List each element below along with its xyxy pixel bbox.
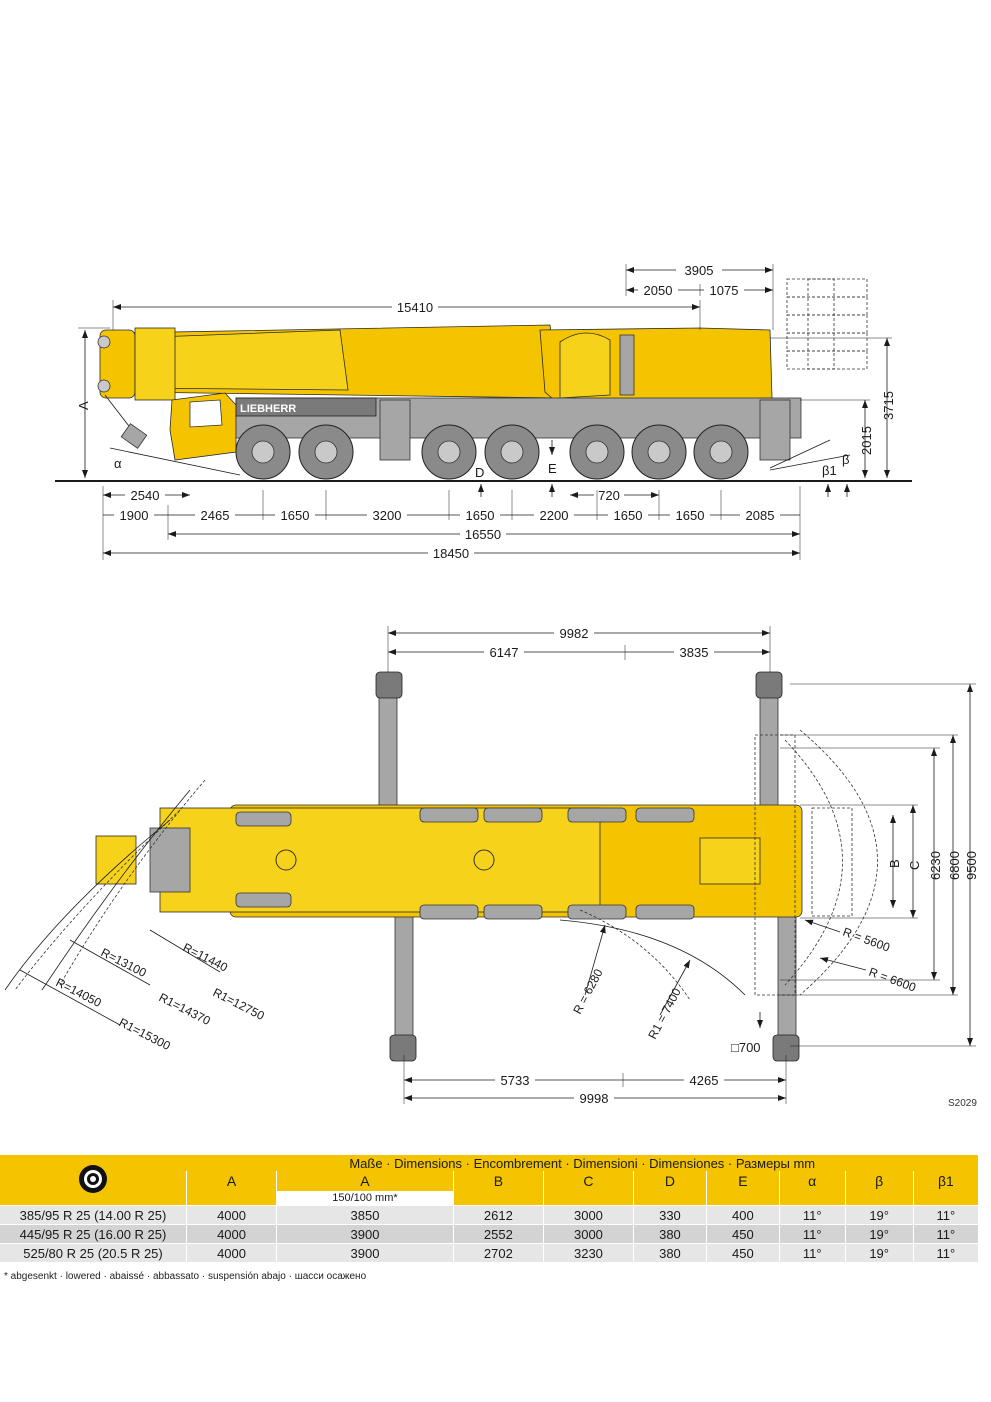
- dimension-table: Maße · Dimensions · Encombrement · Dimen…: [0, 1155, 978, 1262]
- col-alpha: α: [778, 1171, 846, 1191]
- dim-1650-d: 1650: [676, 508, 705, 523]
- dim-9982: 9982: [560, 626, 589, 641]
- outriggers: [375, 671, 800, 1062]
- radius1-15300: R1=15300: [117, 1015, 173, 1053]
- pad-size-label: □700: [731, 1040, 761, 1055]
- label-D: D: [475, 465, 484, 480]
- radius1-12750: R1=12750: [211, 985, 267, 1023]
- dim-16550: 16550: [465, 527, 501, 542]
- dim-2465: 2465: [201, 508, 230, 523]
- dim-1075: 1075: [710, 283, 739, 298]
- label-beta1: β1: [822, 463, 837, 478]
- dim-720: 720: [598, 488, 620, 503]
- brand-logo: LIEBHERR: [240, 403, 296, 415]
- dim-3715: 3715: [881, 391, 896, 420]
- dim-1650-c: 1650: [614, 508, 643, 523]
- dim-6230: 6230: [928, 851, 943, 880]
- table-footnote: * abgesenkt · lowered · abaissé · abbass…: [4, 1271, 367, 1282]
- label-A: A: [76, 401, 91, 410]
- radius-6600: R = 6600: [867, 965, 918, 995]
- axle-spacing-row: 1900 2465 1650 3200 1650 2200 1650 1650 …: [102, 486, 801, 560]
- top-view: 9982 6147 3835 9500 6800 6230 C B R=1144…: [4, 626, 979, 1106]
- dim-2050: 2050: [644, 283, 673, 298]
- counterweight-outline: [786, 278, 868, 370]
- dim-1650-b: 1650: [466, 508, 495, 523]
- technical-drawing: LIEBHERR 3905 2050 1075: [4, 262, 979, 1106]
- tire-icon: [79, 1164, 107, 1193]
- label-beta: β: [842, 452, 849, 467]
- dim-2015: 2015: [859, 426, 874, 455]
- dim-18450: 18450: [433, 546, 469, 561]
- tire-header-cell: [0, 1155, 187, 1206]
- table-row: 385/95 R 25 (14.00 R 25) 4000 3850 2612 …: [0, 1205, 978, 1225]
- dim-1650-a: 1650: [281, 508, 310, 523]
- col-beta: β: [844, 1171, 914, 1191]
- drawing-code: S2029: [948, 1098, 977, 1109]
- dim-9500: 9500: [964, 851, 979, 880]
- dim-2540: 2540: [131, 488, 160, 503]
- dim-2200: 2200: [540, 508, 569, 523]
- table-row: 445/95 R 25 (16.00 R 25) 4000 3900 2552 …: [0, 1224, 978, 1244]
- wheels-top: [235, 807, 695, 920]
- dim-3835: 3835: [680, 645, 709, 660]
- radius1-14370: R1=14370: [157, 990, 213, 1028]
- dim-3905: 3905: [685, 263, 714, 278]
- dim-3200: 3200: [373, 508, 402, 523]
- dim-6147: 6147: [490, 645, 519, 660]
- label-C: C: [907, 861, 922, 870]
- radius-13100: R=13100: [99, 945, 149, 980]
- col-A-lowered: A: [276, 1171, 454, 1191]
- col-A: A: [185, 1171, 277, 1191]
- dim-6800: 6800: [947, 851, 962, 880]
- dim-2085: 2085: [746, 508, 775, 523]
- col-A-subheader: 150/100 mm*: [276, 1191, 454, 1206]
- dim-5733: 5733: [501, 1073, 530, 1088]
- label-alpha: α: [114, 456, 122, 471]
- side-view: LIEBHERR 3905 2050 1075: [55, 262, 912, 561]
- table-row: 525/80 R 25 (20.5 R 25) 4000 3900 2702 3…: [0, 1243, 978, 1262]
- col-E: E: [705, 1171, 780, 1191]
- radius-11440: R=11440: [181, 940, 231, 974]
- table-title: Maße · Dimensions · Encombrement · Dimen…: [186, 1155, 978, 1171]
- radius1-7400: R1 = 7400: [645, 985, 684, 1041]
- radius-6280: R = 6280: [570, 966, 606, 1016]
- label-E: E: [548, 461, 557, 476]
- col-beta1: β1: [912, 1171, 978, 1191]
- dim-15410: 15410: [397, 300, 433, 315]
- wheels-side: [235, 424, 749, 480]
- radius-5600: R = 5600: [841, 925, 892, 955]
- col-B: B: [452, 1171, 544, 1191]
- boom-top: [159, 807, 601, 913]
- dim-4265: 4265: [690, 1073, 719, 1088]
- col-D: D: [632, 1171, 707, 1191]
- col-C: C: [542, 1171, 634, 1191]
- label-B: B: [887, 859, 902, 868]
- dim-9998: 9998: [580, 1091, 609, 1106]
- dim-1900: 1900: [120, 508, 149, 523]
